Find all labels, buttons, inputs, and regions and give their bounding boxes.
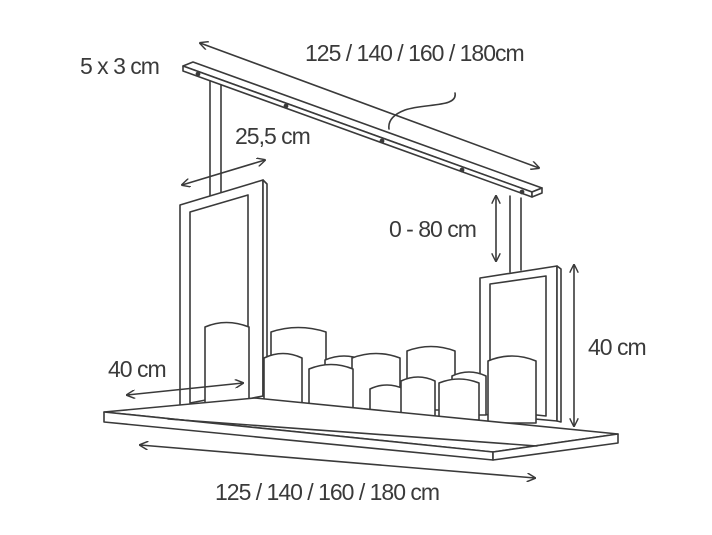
top-length-label: 125 / 140 / 160 / 180cm (305, 40, 525, 66)
bottom-length-arrow (140, 445, 535, 478)
bottom-depth-label: 40 cm (108, 356, 167, 382)
cable-leader (388, 92, 456, 130)
top-length-arrow (200, 43, 539, 168)
drop-label: 0 - 80 cm (389, 216, 477, 242)
beam-section-label: 5 x 3 cm (80, 53, 160, 79)
depth-label: 25,5 cm (235, 123, 311, 149)
bottom-length-label: 125 / 140 / 160 / 180 cm (215, 479, 440, 505)
depth-arrow (182, 160, 265, 185)
frame-height-label: 40 cm (588, 334, 647, 360)
bottom-depth-arrow (127, 383, 243, 395)
